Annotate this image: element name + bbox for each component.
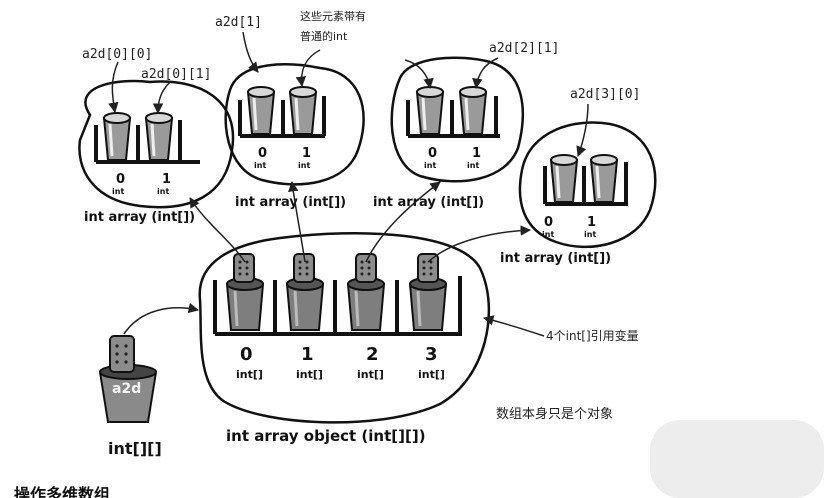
index-2-0: 0: [428, 146, 437, 161]
index-1-1: 1: [302, 146, 311, 161]
label-a2d-2-1: a2d[2][1]: [489, 41, 559, 56]
int-cup-1-0: [246, 85, 276, 136]
index-type-1-1: int: [298, 161, 310, 170]
remote-icon: [355, 253, 377, 283]
caption-array-2: int array (int[]): [373, 195, 484, 210]
caption-array-3: int array (int[]): [500, 251, 611, 266]
note-refs: 4个int[]引用变量: [482, 315, 639, 343]
index-type-3-1: int: [584, 230, 596, 239]
int-array-1: 0 int 1 int int array (int[]) a2d[1]: [215, 15, 365, 210]
index-type-3-0: int: [542, 230, 554, 239]
int-cup-3-0: [549, 153, 579, 204]
int-cup-1-1: [288, 85, 318, 136]
label-a2d-1: a2d[1]: [215, 15, 262, 30]
int-cup-2-1: [458, 85, 488, 136]
label-a2d-0-0: a2d[0][0]: [82, 47, 152, 62]
main-index-type-0: int[]: [236, 368, 263, 381]
index-2-1: 1: [472, 146, 481, 161]
index-0-1: 1: [162, 172, 171, 187]
bottom-heading: 操作多维数组: [14, 485, 110, 498]
note-elements-line2: 普通的int: [300, 29, 348, 43]
int-cup-0-0: [102, 111, 132, 162]
main-index-type-1: int[]: [296, 368, 323, 381]
ref-cup-0: [225, 253, 265, 332]
main-index-3: 3: [425, 344, 438, 365]
main-index-type-3: int[]: [418, 368, 445, 381]
index-type-0-0: int: [112, 187, 124, 196]
variable-name: a2d: [112, 381, 141, 397]
background-watermark: [650, 420, 824, 498]
int-array-3: 0 int 1 int int array (int[]) a2d[3][0]: [500, 87, 657, 266]
main-index-type-2: int[]: [357, 368, 384, 381]
index-type-0-1: int: [157, 187, 169, 196]
note-object: 数组本身只是个对象: [496, 406, 613, 422]
remote-icon: [233, 253, 255, 283]
ref-cup-2: [346, 253, 386, 332]
a2d-variable: a2d int[][]: [98, 302, 200, 458]
ref-cup-3: [408, 253, 448, 332]
label-a2d-3-0: a2d[3][0]: [570, 87, 640, 102]
variable-type: int[][]: [108, 439, 162, 458]
remote-icon: [109, 335, 135, 373]
index-0-0: 0: [116, 172, 125, 187]
index-type-2-1: int: [467, 161, 479, 170]
main-index-0: 0: [240, 344, 253, 365]
int-cup-3-1: [589, 153, 619, 204]
caption-array-0: int array (int[]): [84, 210, 195, 225]
index-3-1: 1: [587, 215, 596, 230]
label-a2d-0-1: a2d[0][1]: [141, 67, 211, 82]
remote-icon: [417, 253, 439, 283]
caption-main-array: int array object (int[][]): [226, 427, 426, 445]
int-array-2: 0 int 1 int int array (int[]) a2d[2][1]: [373, 41, 559, 210]
note-refs-text: 4个int[]引用变量: [546, 328, 639, 343]
int-cup-0-1: [144, 111, 174, 162]
main-index-2: 2: [366, 344, 379, 365]
int-cup-2-0: [415, 85, 445, 136]
note-elements-line1: 这些元素带有: [300, 9, 366, 23]
index-1-0: 0: [258, 146, 267, 161]
caption-array-1: int array (int[]): [235, 195, 346, 210]
index-3-0: 0: [544, 215, 553, 230]
reference-arrows: [189, 180, 532, 263]
index-type-1-0: int: [254, 161, 266, 170]
main-array-object: 0 int[] 1 int[] 2 int[] 3 int[] int arra…: [198, 232, 491, 445]
note-elements-int: 这些元素带有 普通的int: [300, 9, 366, 43]
main-index-1: 1: [301, 344, 314, 365]
ref-cup-1: [285, 253, 325, 332]
int-array-0: 0 int 1 int int array (int[]) a2d[0][0] …: [78, 47, 235, 225]
index-type-2-0: int: [424, 161, 436, 170]
